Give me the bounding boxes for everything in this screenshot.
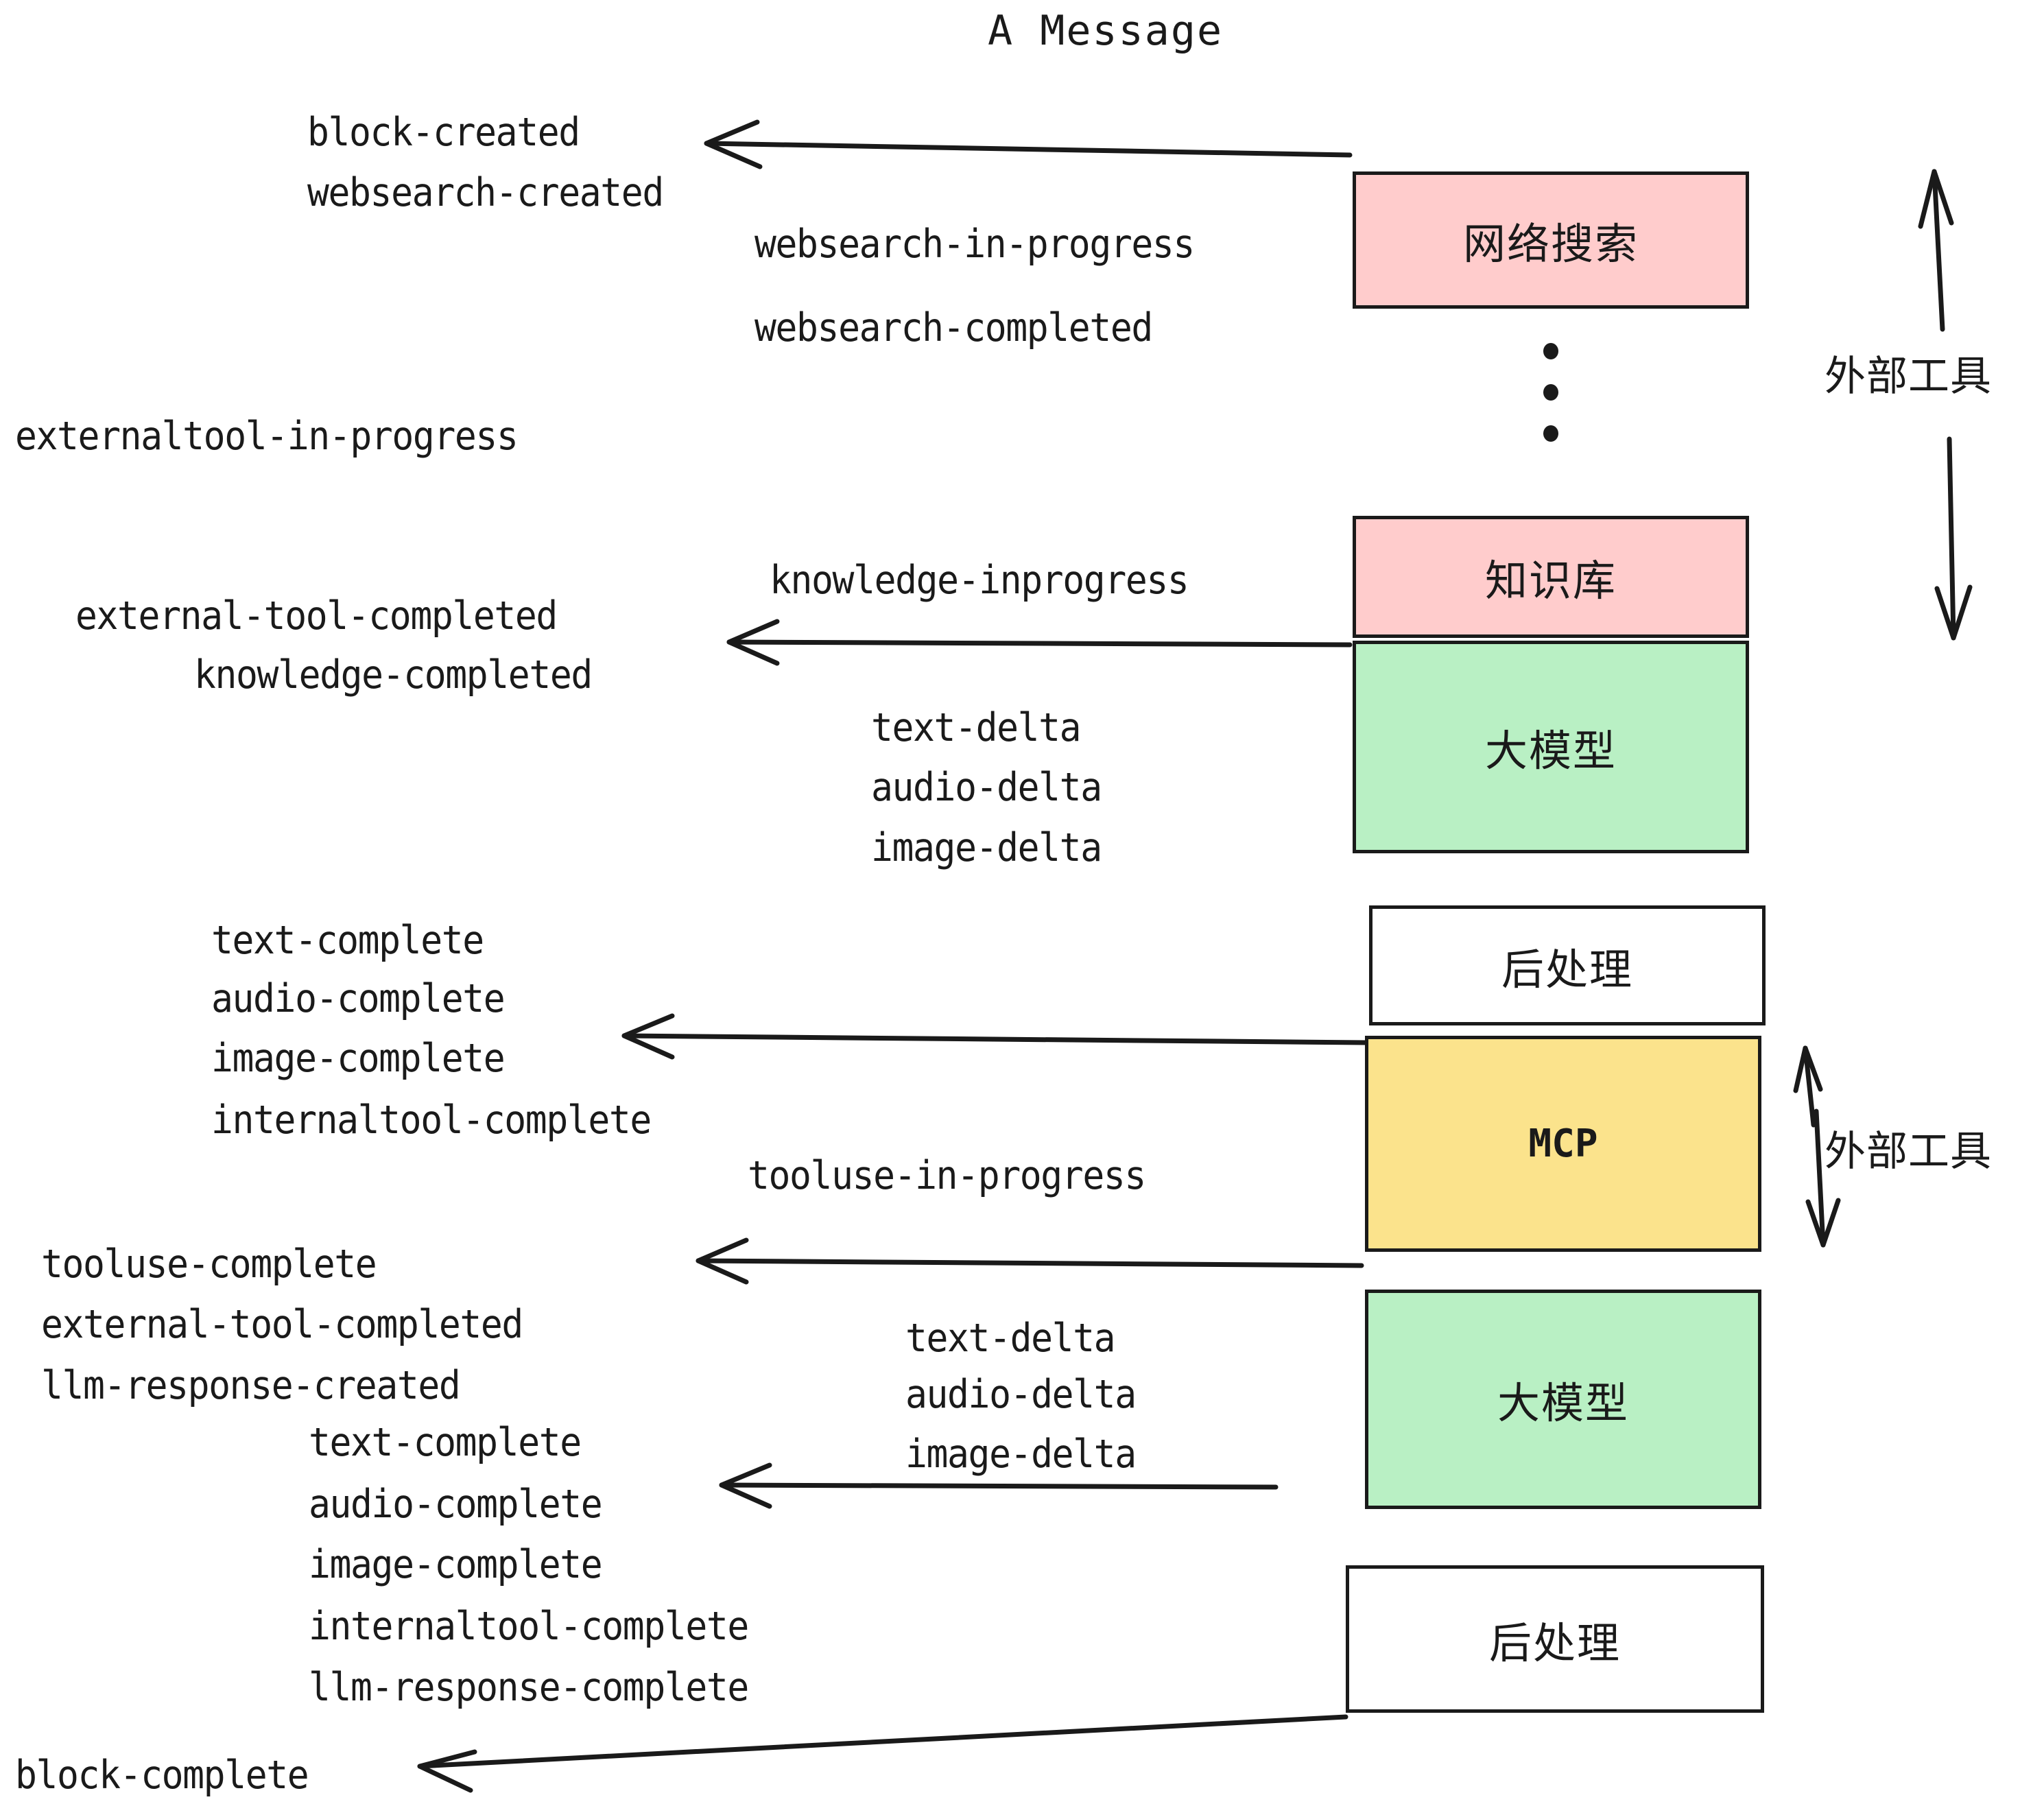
event-label-internaltool-complete-2: internaltool-complete [309, 1604, 749, 1649]
process-box-postproc-2: 后处理 [1346, 1565, 1764, 1713]
side-label-external-tool-bottom: 外部工具 [1825, 1128, 1992, 1176]
event-label-websearch-completed: websearch-completed [754, 305, 1153, 351]
arrow-postproc-to-block-complete [417, 1714, 1348, 1769]
event-label-text-delta-2: text-delta [905, 1316, 1116, 1361]
arrowhead-knowledge-to-completed [726, 619, 780, 666]
event-label-audio-delta-1: audio-delta [871, 765, 1102, 810]
arrow-mcp-to-tooluse-complete [696, 1258, 1364, 1268]
event-label-image-delta-2: image-delta [905, 1432, 1137, 1477]
event-label-audio-delta-2: audio-delta [905, 1372, 1137, 1417]
page-title: A Message [988, 7, 1224, 55]
event-label-image-complete-1: image-complete [211, 1036, 506, 1081]
arrowhead-external-tool-bottom-down [1805, 1198, 1841, 1248]
arrow-external-tool-bottom-up [1803, 1045, 1816, 1128]
event-label-external-tool-completed-1: external-tool-completed [75, 593, 558, 639]
arrowhead-websearch-to-block-created [704, 119, 763, 169]
event-label-internaltool-complete-1: internaltool-complete [211, 1097, 652, 1143]
event-label-websearch-created: websearch-created [307, 170, 664, 215]
event-label-llm-response-complete: llm-response-complete [309, 1665, 749, 1710]
arrow-knowledge-to-completed [726, 639, 1353, 648]
arrowhead-external-tool-top-down [1934, 584, 1973, 641]
process-box-knowledge: 知识库 [1353, 516, 1749, 638]
event-label-image-delta-1: image-delta [871, 825, 1102, 870]
event-label-external-tool-completed-2: external-tool-completed [41, 1302, 523, 1347]
arrow-external-tool-top-down [1947, 436, 1956, 641]
arrow-websearch-to-block-created [704, 141, 1353, 158]
arrowhead-llm2-to-audio-complete [719, 1462, 772, 1509]
event-label-tooluse-in-progress: tooluse-in-progress [748, 1153, 1146, 1198]
arrowhead-external-tool-bottom-up [1793, 1045, 1823, 1093]
event-label-text-complete-1: text-complete [211, 918, 484, 963]
event-label-audio-complete-1: audio-complete [211, 976, 506, 1021]
process-box-mcp: MCP [1365, 1036, 1761, 1252]
event-label-tooluse-complete: tooluse-complete [41, 1242, 377, 1287]
arrow-external-tool-bottom-down [1814, 1108, 1826, 1248]
event-label-websearch-in-progress: websearch-in-progress [754, 222, 1195, 267]
event-label-block-complete: block-complete [15, 1753, 309, 1798]
process-box-websearch: 网络搜索 [1353, 171, 1749, 309]
arrowhead-mcp-to-image-complete [621, 1013, 675, 1060]
event-label-text-complete-2: text-complete [309, 1420, 582, 1465]
vertical-ellipsis-icon [1543, 343, 1558, 466]
arrowhead-mcp-to-tooluse-complete [696, 1237, 749, 1285]
event-label-image-complete-2: image-complete [309, 1542, 603, 1587]
arrowhead-postproc-to-block-complete [417, 1749, 477, 1793]
event-label-externaltool-in-progress: externaltool-in-progress [15, 414, 519, 459]
process-box-postproc-1: 后处理 [1369, 905, 1766, 1025]
process-box-llm-2: 大模型 [1365, 1290, 1761, 1509]
ellipsis-dot [1543, 425, 1558, 442]
ellipsis-dot [1543, 343, 1558, 359]
event-label-knowledge-completed: knowledge-completed [194, 652, 593, 698]
event-label-llm-response-created: llm-response-created [41, 1363, 461, 1408]
event-label-text-delta-1: text-delta [871, 705, 1082, 750]
arrowhead-external-tool-top-up [1918, 169, 1954, 229]
ellipsis-dot [1543, 384, 1558, 401]
side-label-external-tool-top: 外部工具 [1825, 353, 1992, 401]
process-box-llm-1: 大模型 [1353, 641, 1749, 853]
event-label-knowledge-inprogress: knowledge-inprogress [770, 558, 1189, 603]
event-label-audio-complete-2: audio-complete [309, 1482, 603, 1527]
arrow-external-tool-top-up [1932, 169, 1945, 332]
arrow-llm2-to-audio-complete [719, 1482, 1279, 1490]
event-label-block-created: block-created [307, 110, 580, 155]
arrow-mcp-to-image-complete [621, 1033, 1368, 1045]
